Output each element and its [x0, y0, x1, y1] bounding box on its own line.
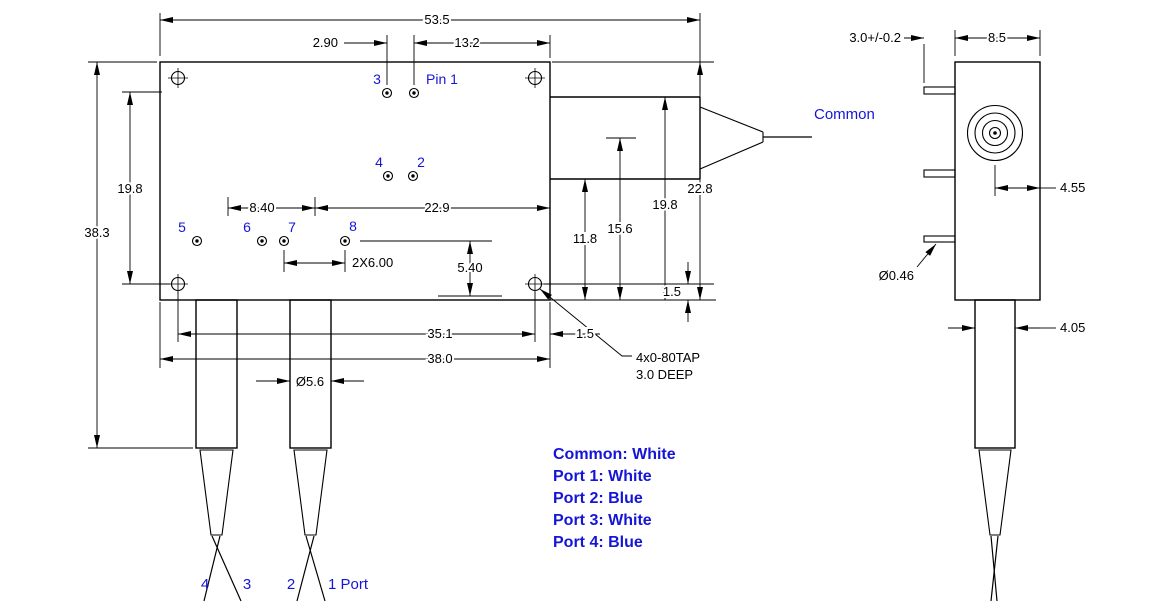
dimension-lines-side [904, 35, 1056, 331]
pin-8 [339, 235, 351, 247]
dim-side-boot-dia: 4.05 [1060, 320, 1085, 335]
dim-pin-dia: Ø0.46 [879, 268, 914, 283]
common-label: Common [814, 106, 875, 123]
pin-7-label: 7 [288, 219, 296, 235]
dim-left-height: 19.8 [117, 181, 142, 196]
dim-pin-pitch: 2X6.00 [352, 255, 393, 270]
pin-5 [191, 235, 203, 247]
dim-hole-to-right-edge: 1.5 [576, 326, 594, 341]
pin-4-label: 4 [375, 154, 383, 170]
port-3-label: 3 [243, 576, 251, 593]
pin-1 [408, 87, 420, 99]
dim-pins-to-bottom: 5.40 [457, 260, 482, 275]
front-body-outline [159, 61, 551, 301]
legend-port-2: Port 2: Blue [553, 490, 643, 507]
electrical-pins [191, 87, 420, 247]
pin-8-label: 8 [349, 218, 357, 234]
pin-2-label: 2 [417, 154, 425, 170]
pin-6 [256, 235, 268, 247]
pin-2 [407, 170, 419, 182]
mounting-hole [525, 274, 545, 294]
dim-boot-dia: Ø5.6 [296, 374, 324, 389]
extension-lines-side [923, 30, 1041, 196]
fiber-color-legend: Common: White Port 1: White Port 2: Blue… [553, 446, 676, 551]
dim-ferrule-top: 19.8 [652, 197, 677, 212]
dim-pin3-to-pin1: 2.90 [313, 35, 338, 50]
dim-ferrule-bottom: 11.8 [573, 231, 597, 246]
dim-center-to-edge: 4.55 [1060, 180, 1085, 195]
mounting-hole [525, 68, 545, 88]
port-fiber-left [195, 299, 242, 602]
mounting-holes [168, 68, 545, 294]
legend-common: Common: White [553, 446, 676, 463]
mounting-hole [168, 68, 188, 88]
dim-pins-to-edge: 22.9 [424, 200, 449, 215]
pin-1-label: Pin 1 [426, 71, 458, 87]
dim-body-width: 38.0 [427, 351, 452, 366]
pin-stubs-side [923, 86, 956, 243]
dim-body-height: 22.8 [687, 181, 712, 196]
dim-pair-spacing: 8.40 [249, 200, 274, 215]
pin-5-label: 5 [178, 219, 186, 235]
legend-port-1: Port 1: White [553, 468, 652, 485]
pin-3 [381, 87, 393, 99]
dim-ferrule-center: 15.6 [607, 221, 632, 236]
dim-pin-length: 3.0+/-0.2 [849, 30, 901, 45]
dim-hole-span: 35.1 [427, 326, 452, 341]
side-view: 3.0+/-0.2 8.5 4.55 Ø0.46 4.05 [847, 28, 1087, 602]
port-1-label: 1 Port [328, 576, 369, 593]
legend-port-3: Port 3: White [553, 512, 652, 529]
dim-pin1-to-edge: 13.2 [454, 35, 479, 50]
front-view: 3 Pin 1 4 2 5 6 7 8 Common [82, 10, 875, 602]
dim-hole-to-bottom-edge: 1.5 [663, 284, 681, 299]
port-fiber-right [289, 299, 332, 602]
side-fiber-port [974, 299, 1016, 602]
port-4-label: 4 [201, 576, 209, 593]
pin-7 [278, 235, 290, 247]
tap-note-line2: 3.0 DEEP [636, 367, 693, 382]
dim-overall-height: 38.3 [84, 225, 109, 240]
common-fiber-ferrule [550, 96, 812, 180]
dimension-lines-front [94, 17, 703, 448]
common-port-end-view [966, 104, 1024, 162]
side-body-outline [954, 61, 1041, 301]
legend-port-4: Port 4: Blue [553, 534, 643, 551]
mounting-hole [168, 274, 188, 294]
pin-4 [382, 170, 394, 182]
pin-3-label: 3 [373, 71, 381, 87]
dim-body-depth: 8.5 [988, 30, 1006, 45]
dim-overall-width: 53.5 [424, 12, 449, 27]
pin-6-label: 6 [243, 219, 251, 235]
tap-note-line1: 4x0-80TAP [636, 350, 700, 365]
port-2-label: 2 [287, 576, 295, 593]
